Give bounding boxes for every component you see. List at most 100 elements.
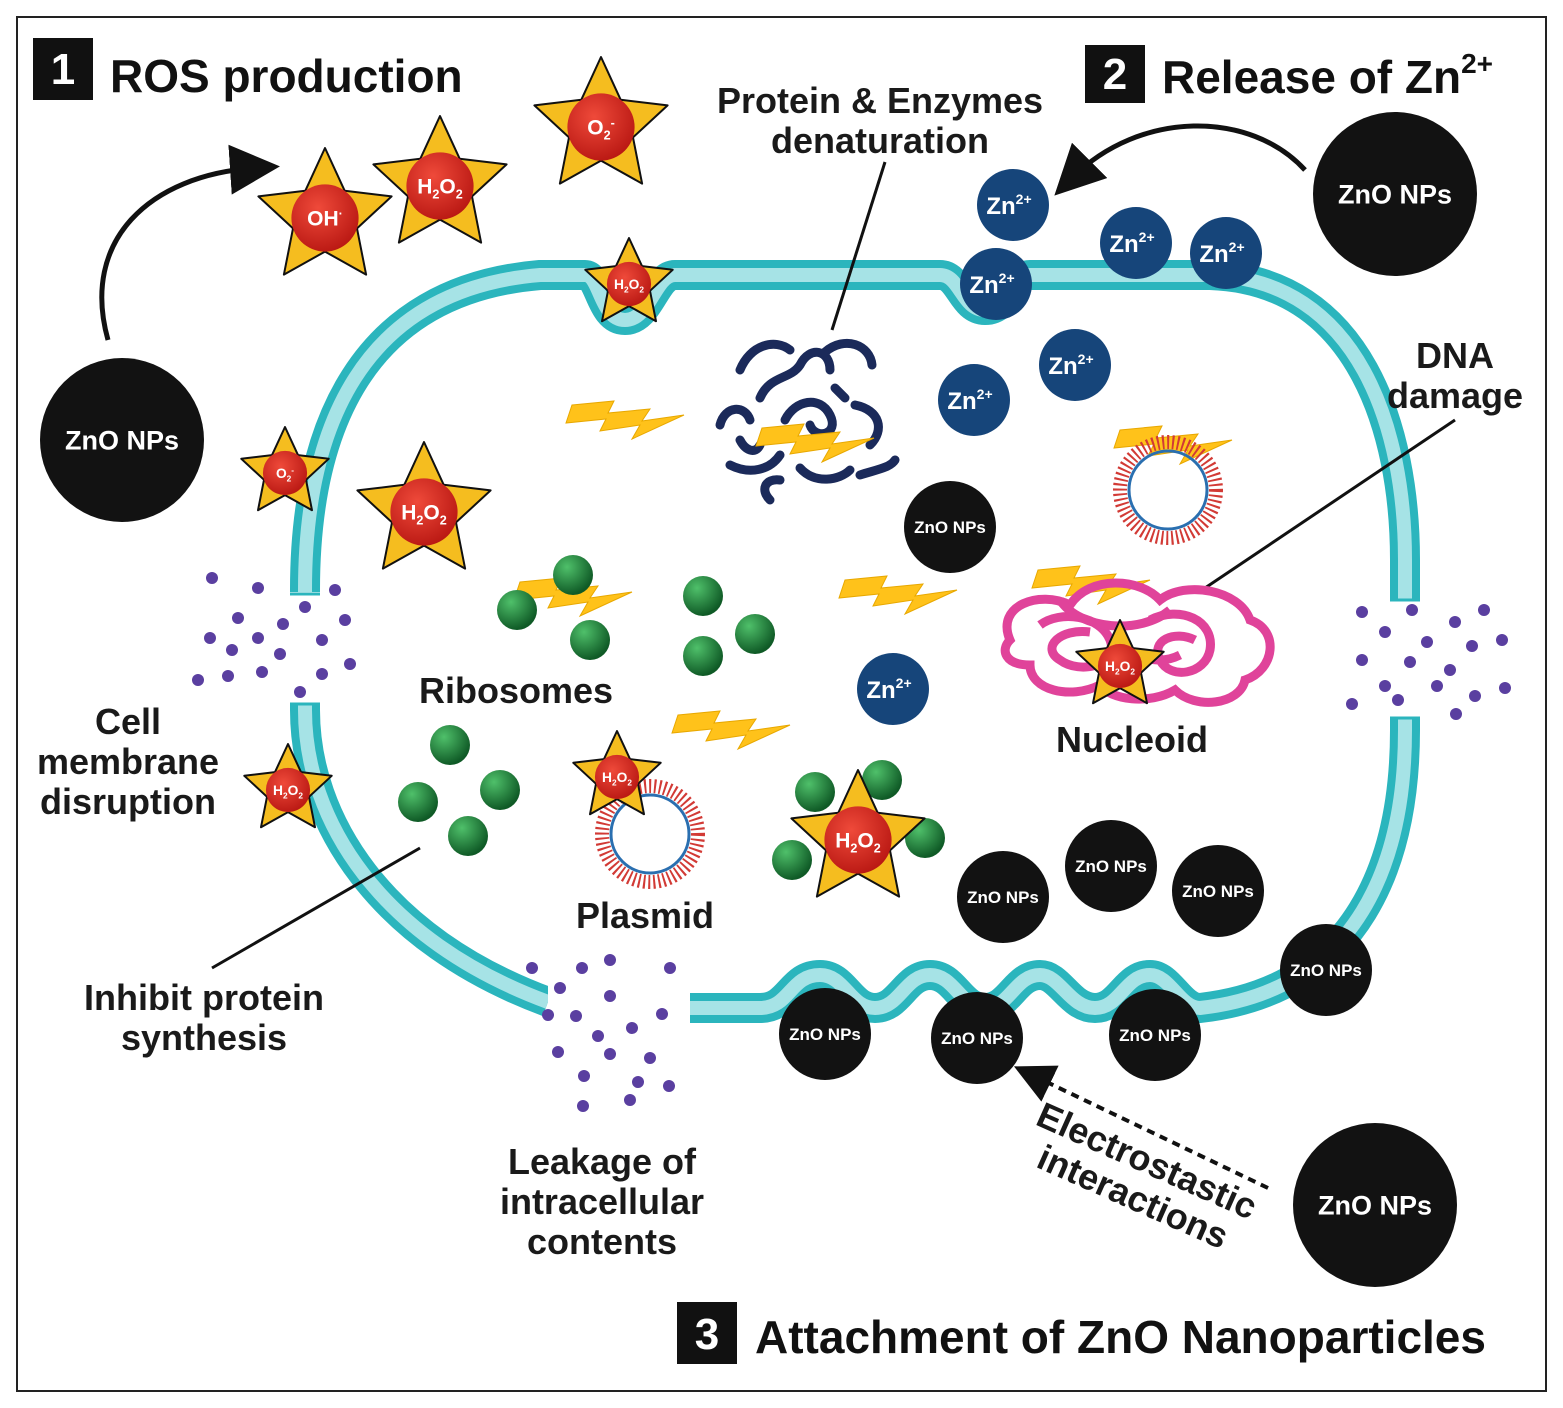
zno-np-icon: ZnO NPs [931, 992, 1023, 1084]
ros-label: O2- [587, 116, 615, 143]
zno-np-icon: ZnO NPs [1313, 112, 1477, 276]
zn-ion-icon: Zn2+ [1100, 207, 1172, 279]
zno-np-label: ZnO NPs [1318, 1190, 1432, 1220]
ros-h2o2-icon: H2O2 [790, 769, 926, 898]
heading-2-main: Release of Zn [1162, 51, 1461, 103]
label-ribosomes: Ribosomes [419, 670, 613, 711]
heading-3-number: 3 [695, 1310, 719, 1359]
lightning-icon [838, 575, 958, 615]
zn-ion-icon: Zn2+ [1039, 329, 1111, 401]
zno-np-icon: ZnO NPs [40, 358, 204, 522]
label-plasmid: Plasmid [576, 895, 714, 936]
plasmid-icon [595, 779, 705, 889]
zn-ion-label: Zn2+ [1199, 239, 1244, 268]
ros-label: H2O2 [602, 770, 632, 787]
heading-2-sup: 2+ [1461, 48, 1493, 79]
zn-ion-icon: Zn2+ [1190, 217, 1262, 289]
electrostatic-arrow [1013, 1065, 1269, 1190]
label-protein-line1: Protein & Enzymes [717, 80, 1043, 121]
label-inhibit-line1: Inhibit protein [84, 977, 324, 1018]
ros-label: H2O2 [401, 501, 447, 527]
label-nucleoid: Nucleoid [1056, 719, 1208, 760]
heading-3-text: Attachment of ZnO Nanoparticles [755, 1311, 1486, 1363]
zno-np-label: ZnO NPs [1182, 882, 1254, 901]
zno-np-icon: ZnO NPs [1280, 924, 1372, 1016]
label-dna-line2: damage [1387, 375, 1523, 416]
zno-np-label: ZnO NPs [1290, 961, 1362, 980]
zn-ion-icon: Zn2+ [960, 248, 1032, 320]
zno-np-icon: ZnO NPs [904, 481, 996, 573]
heading-zn-release: 2 Release of Zn2+ [1085, 45, 1493, 103]
ros-label: H2O2 [1105, 659, 1135, 676]
zno-np-label: ZnO NPs [967, 888, 1039, 907]
heading-1-text: ROS production [110, 50, 463, 102]
zn-ion-icon: Zn2+ [857, 653, 929, 725]
heading-2-number: 2 [1103, 50, 1127, 99]
label-leakage-line3: contents [527, 1221, 677, 1262]
zno-np-label: ZnO NPs [1338, 179, 1452, 209]
label-leakage-line1: Leakage of [508, 1141, 697, 1182]
zno-np-label: ZnO NPs [789, 1025, 861, 1044]
ros-h2o2-icon: H2O2 [584, 237, 674, 323]
ros-h2o2-icon: H2O2 [572, 730, 662, 816]
plasmid-top-right [1113, 435, 1223, 545]
zn-ions: Zn2+ Zn2+ Zn2+ Zn2+ Zn2+ Zn2+ Zn2+ [857, 169, 1262, 725]
zno-np-label: ZnO NPs [941, 1029, 1013, 1048]
ros-o2-icon: O2- [240, 426, 330, 512]
zn-ion-icon: Zn2+ [938, 364, 1010, 436]
ros-oh-icon: OH· [257, 147, 393, 276]
zn-ion-label: Zn2+ [866, 675, 911, 704]
zno-np-icon: ZnO NPs [957, 851, 1049, 943]
ros-h2o2-icon: H2O2 [1075, 619, 1165, 705]
heading-2-text: Release of Zn2+ [1162, 48, 1493, 103]
zno-np-icon: ZnO NPs [1293, 1123, 1457, 1287]
zn-ion-label: Zn2+ [1109, 229, 1154, 258]
protein-strands [715, 338, 900, 505]
label-cell-line2: membrane [37, 741, 219, 782]
ros-label: O2- [276, 465, 294, 483]
zno-np-label: ZnO NPs [1119, 1026, 1191, 1045]
zn-ion-label: Zn2+ [947, 386, 992, 415]
ros-label: H2O2 [835, 829, 881, 855]
heading-attachment: 3 Attachment of ZnO Nanoparticles [677, 1302, 1486, 1364]
lightning-icon [671, 710, 791, 750]
zno-np-icon: ZnO NPs [1065, 820, 1157, 912]
inhibit-callout-line [211, 846, 421, 970]
heading-ros-production: 1 ROS production [33, 38, 463, 102]
ros-label: H2O2 [417, 175, 463, 201]
zno-np-icon: ZnO NPs [1109, 989, 1201, 1081]
ros-label: H2O2 [614, 277, 644, 294]
lightning-icon [565, 400, 685, 440]
label-cell-line3: disruption [40, 781, 216, 822]
ribosomes [398, 555, 945, 880]
label-leakage-line2: intracellular [500, 1181, 704, 1222]
zn-ion-label: Zn2+ [1048, 351, 1093, 380]
ros-h2o2-icon: H2O2 [356, 441, 492, 570]
ros-h2o2-icon: H2O2 [243, 743, 333, 829]
figure-border [16, 16, 1547, 1392]
label-protein-line2: denaturation [771, 120, 989, 161]
zno-np-label: ZnO NPs [1075, 857, 1147, 876]
zno-np-icon: ZnO NPs [779, 988, 871, 1080]
ros-arrow [99, 144, 280, 341]
label-cell-line1: Cell [95, 701, 161, 742]
dna-callout-line [1204, 418, 1456, 590]
cell-membrane [280, 260, 1430, 1035]
protein-callout-line [830, 161, 887, 331]
zn-ion-label: Zn2+ [969, 270, 1014, 299]
leakage-dots [192, 572, 1511, 1112]
label-inhibit-line2: synthesis [121, 1017, 287, 1058]
ros-h2o2-icon: H2O2 [372, 115, 508, 244]
zn-ion-icon: Zn2+ [977, 169, 1049, 241]
ros-label: OH· [307, 207, 343, 230]
zno-np-label: ZnO NPs [65, 425, 179, 455]
zno-np-label: ZnO NPs [914, 518, 986, 537]
zno-np-icon: ZnO NPs [1172, 845, 1264, 937]
label-dna-line1: DNA [1416, 335, 1494, 376]
heading-1-number: 1 [51, 45, 75, 94]
zn-release-arrow [1054, 123, 1307, 196]
